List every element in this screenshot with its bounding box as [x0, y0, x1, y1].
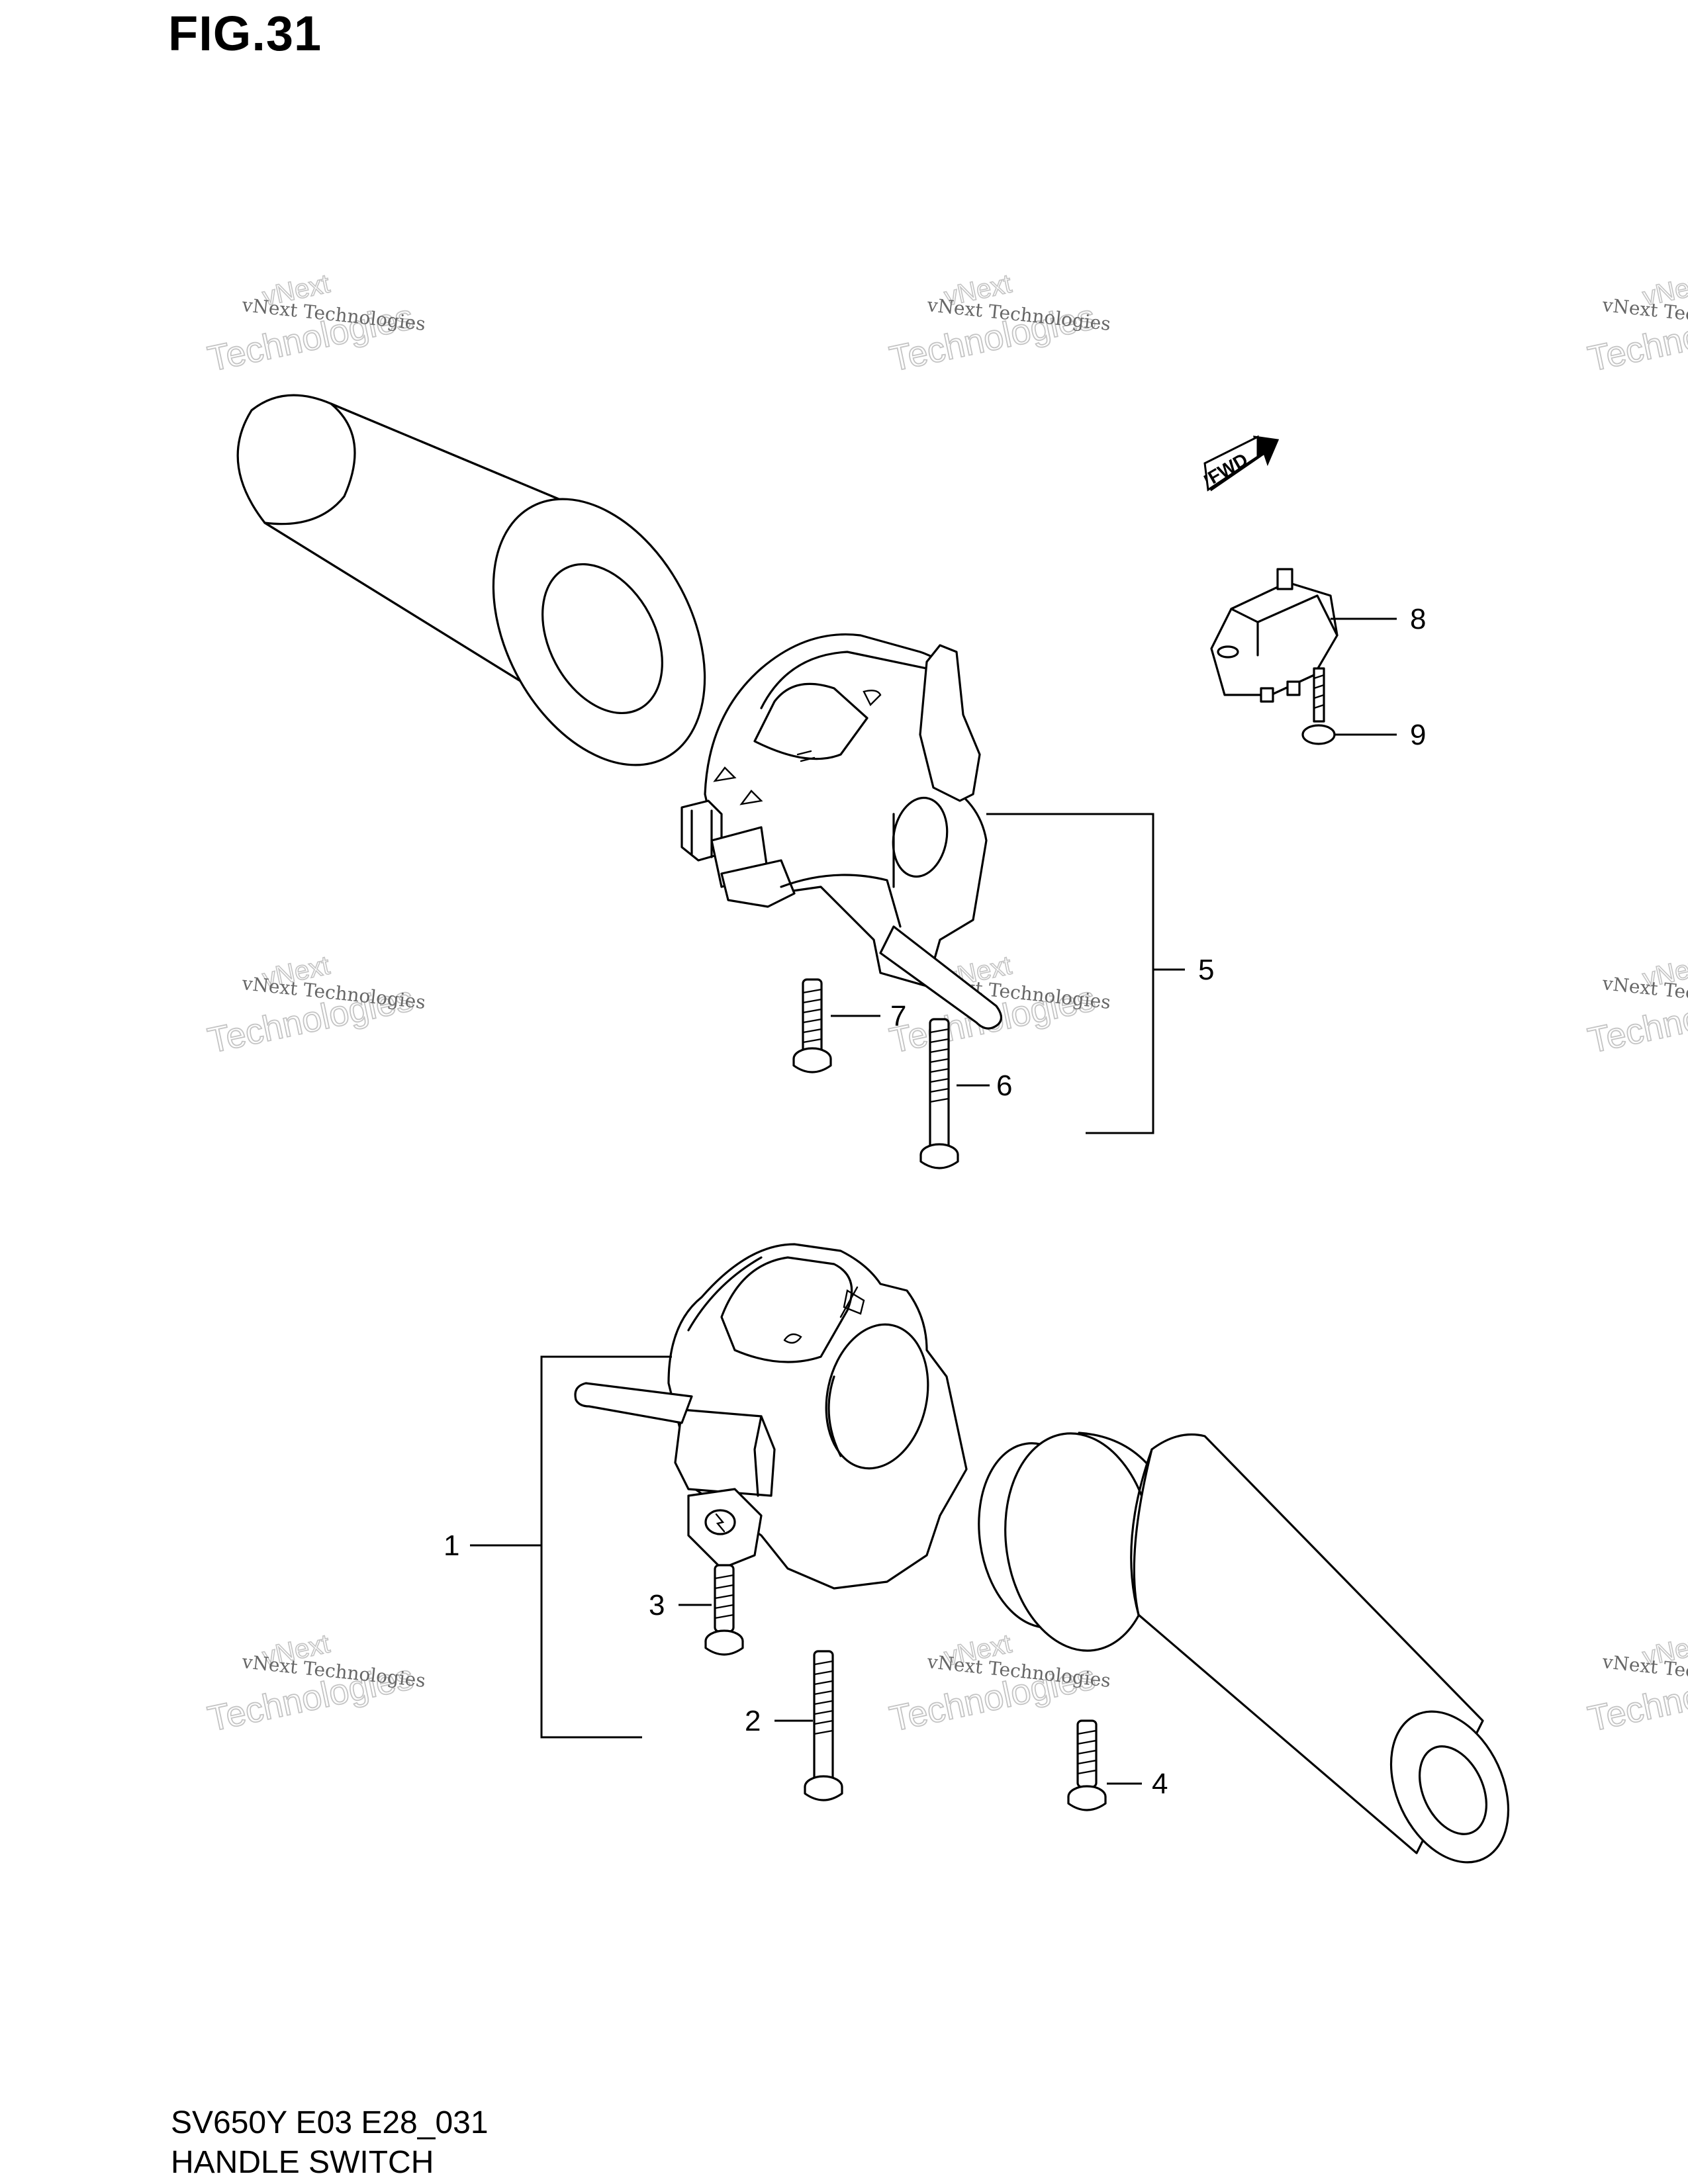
callout-7: 7 — [831, 1000, 906, 1032]
svg-text:3: 3 — [649, 1589, 665, 1621]
callout-2: 2 — [745, 1705, 813, 1737]
callout-8: 8 — [1331, 603, 1426, 635]
left-handle-switch-assembly — [680, 633, 1003, 1030]
right-handlebar-grip — [978, 1432, 1510, 1864]
screw-9 — [1301, 667, 1336, 745]
screw-4 — [1067, 1719, 1107, 1811]
callout-4: 4 — [1107, 1768, 1168, 1800]
svg-text:2: 2 — [745, 1705, 761, 1737]
callout-1-bracket: 1 — [444, 1355, 672, 1739]
screw-7 — [792, 978, 832, 1073]
callout-1: 1 — [444, 1529, 459, 1562]
callout-9: 9 — [1334, 719, 1426, 751]
model-code: SV650Y E03 E28_031 — [171, 2105, 489, 2140]
diagram-name: HANDLE SWITCH — [171, 2145, 434, 2180]
screw-3 — [704, 1564, 744, 1656]
callout-6: 6 — [957, 1069, 1012, 1102]
svg-text:8: 8 — [1410, 603, 1426, 635]
fwd-direction-arrow: FWD — [1203, 435, 1280, 492]
svg-text:4: 4 — [1152, 1768, 1168, 1800]
callout-5: 5 — [1198, 954, 1214, 986]
callout-5-bracket: 5 — [986, 813, 1214, 1134]
screw-2 — [804, 1650, 843, 1801]
figure-title: FIG.31 — [168, 6, 322, 61]
svg-text:6: 6 — [996, 1069, 1012, 1102]
screw-6 — [919, 1018, 959, 1169]
callout-3: 3 — [649, 1589, 712, 1621]
left-handlebar-grip — [236, 394, 706, 766]
right-handle-switch-assembly — [574, 1243, 968, 1590]
svg-text:7: 7 — [890, 1000, 906, 1032]
svg-text:9: 9 — [1410, 719, 1426, 751]
part-8-switch — [1210, 568, 1338, 703]
